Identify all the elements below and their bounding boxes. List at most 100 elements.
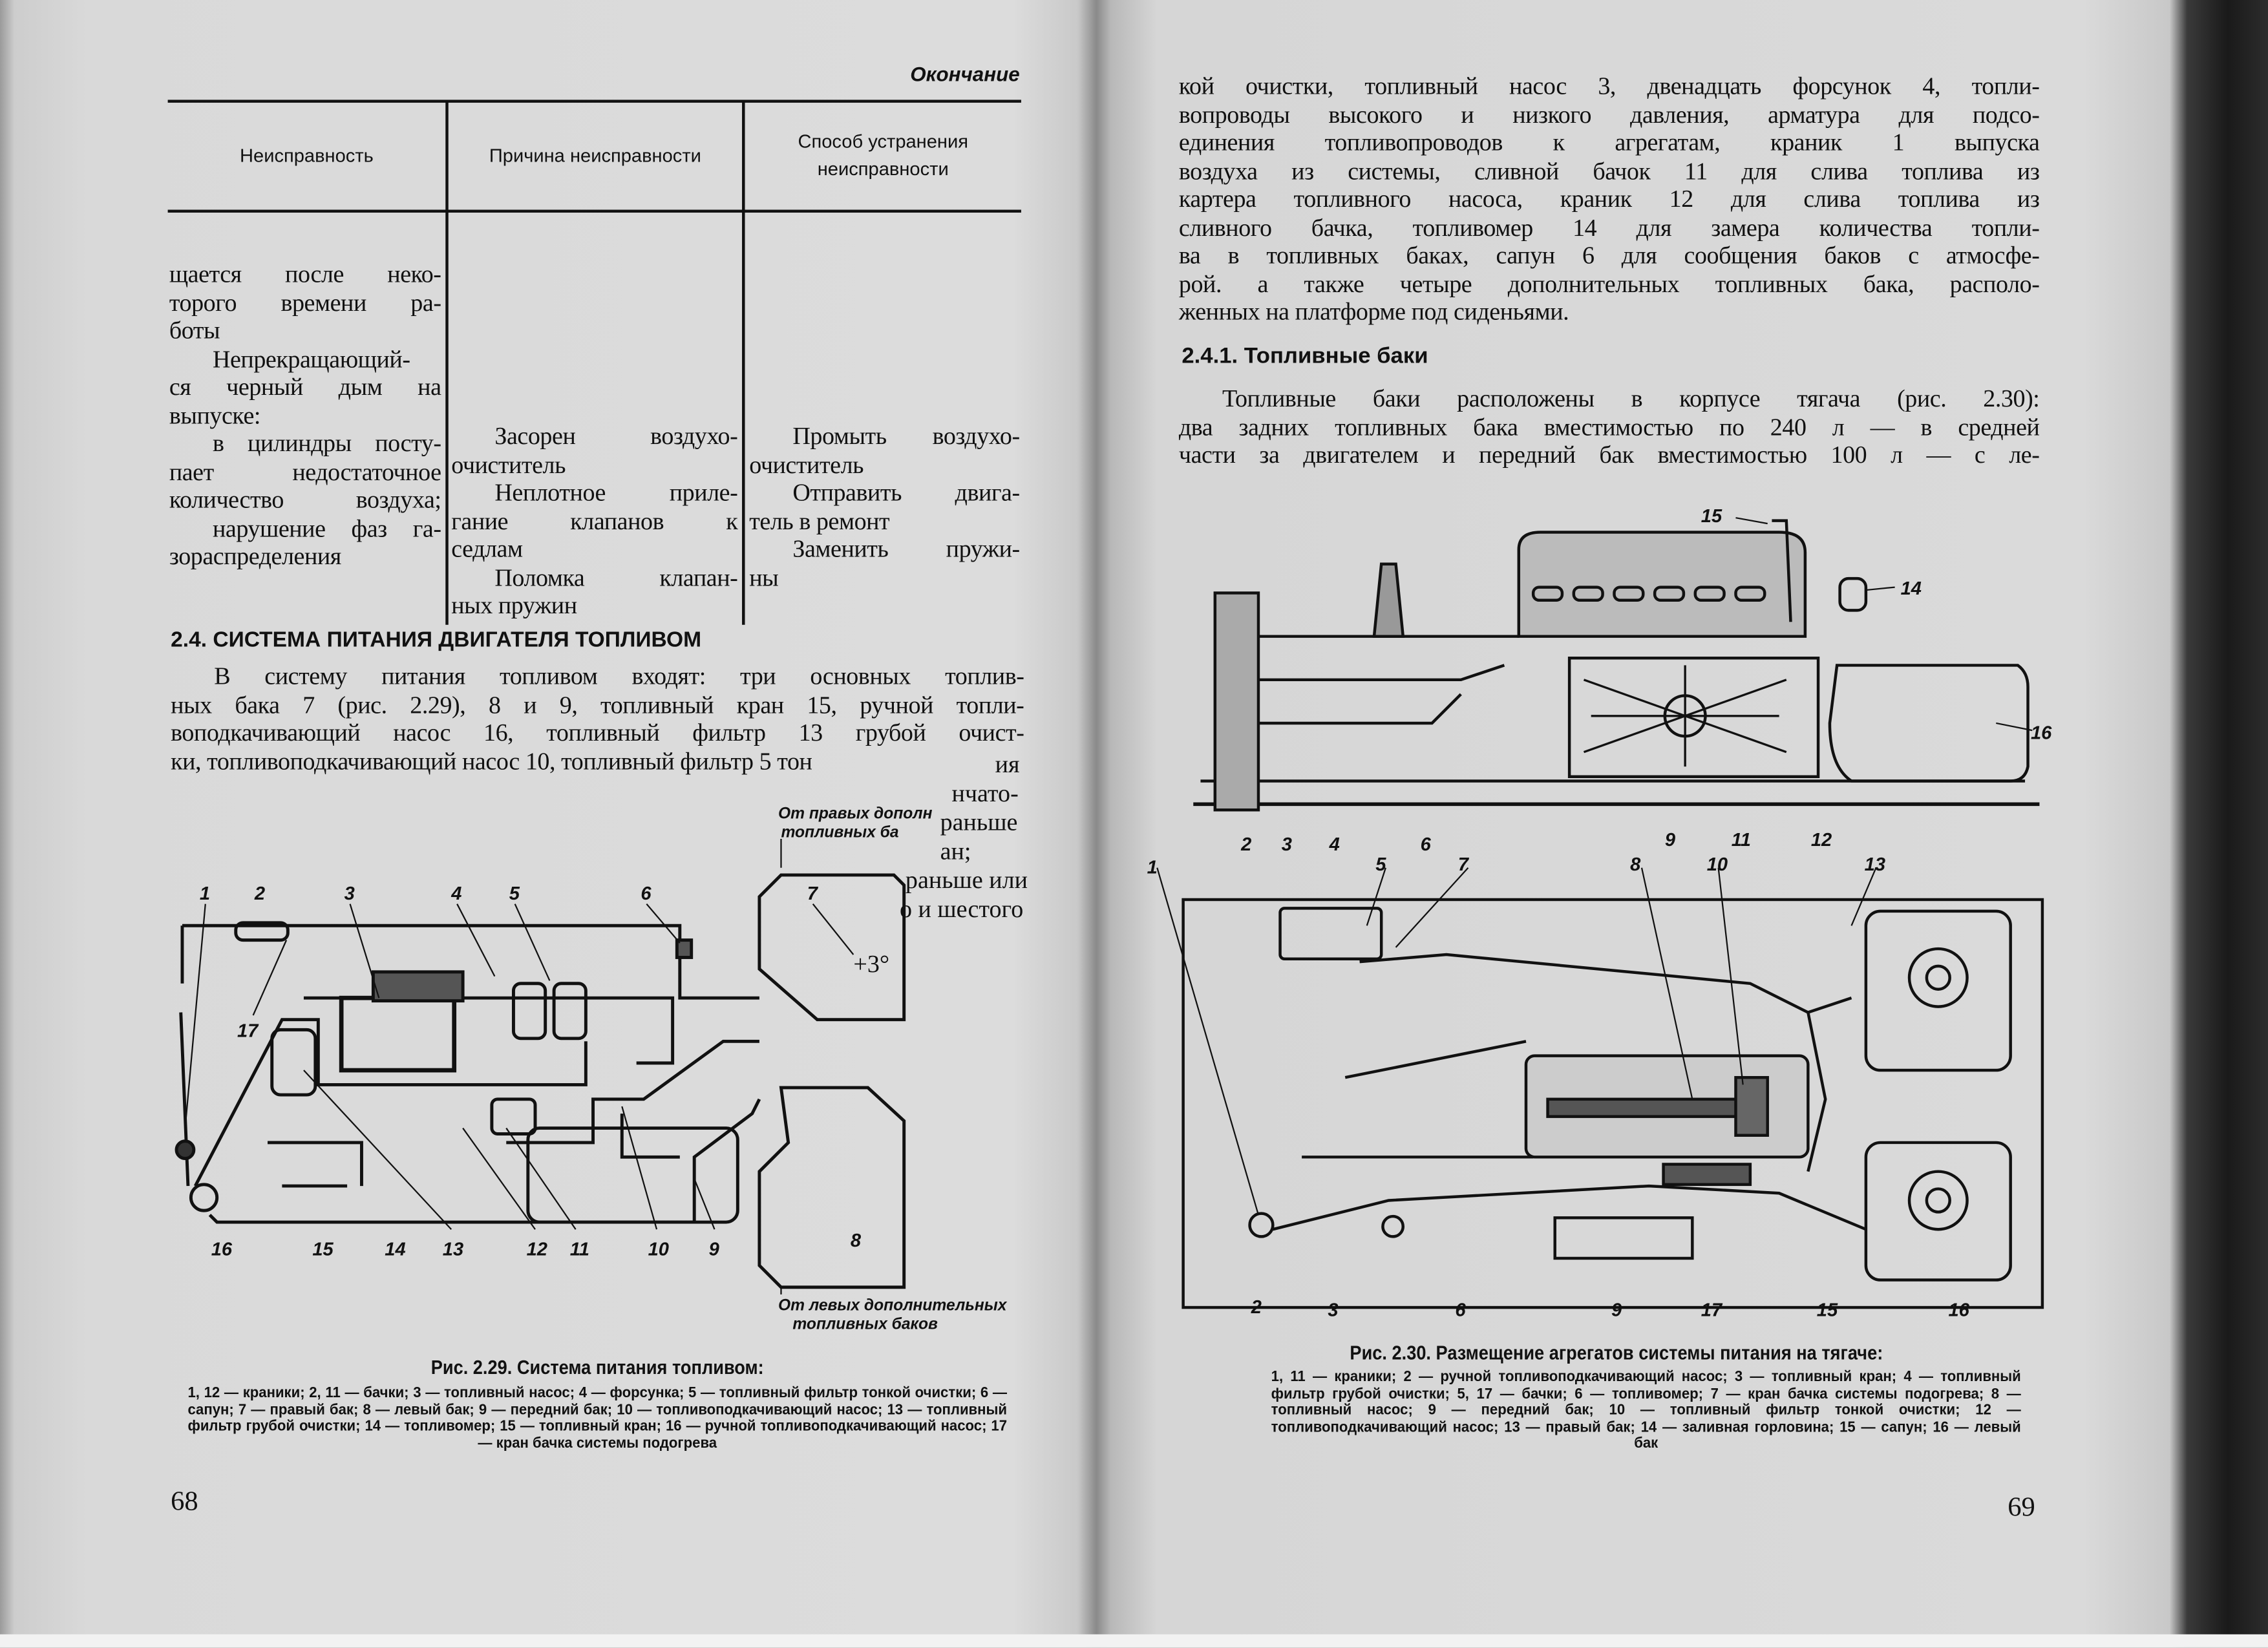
text-line: тель в ремонт bbox=[749, 507, 890, 534]
text-line: очиститель bbox=[451, 450, 566, 478]
callout-label: 6 bbox=[641, 883, 652, 904]
text-line: очиститель bbox=[749, 450, 864, 478]
tractor-side-view bbox=[1193, 517, 2040, 812]
callout-label: 14 bbox=[385, 1239, 405, 1260]
body-paragraph: кой очистки, топливный насос 3, двенадца… bbox=[1179, 72, 2040, 326]
right-tank bbox=[758, 873, 906, 1022]
air-intake bbox=[1372, 562, 1405, 638]
engine-ports bbox=[1531, 586, 1766, 602]
callout-label: 6 bbox=[1421, 834, 1432, 855]
callout-label: 7 bbox=[1458, 854, 1470, 875]
callout-label: 2 bbox=[254, 883, 265, 904]
callout-label: 15 bbox=[1817, 1300, 1838, 1320]
callout-label: 2 bbox=[1240, 834, 1251, 855]
text-line: рой. а также четыре дополнительных топли… bbox=[1178, 269, 2040, 297]
drain-tank bbox=[1662, 1163, 1752, 1187]
text-line: зораспределения bbox=[169, 542, 341, 570]
breather-pipe bbox=[1772, 519, 1792, 622]
fig-2-29-labels: 1 2 3 4 5 6 7 17 16 15 14 13 12 11 10 9 … bbox=[200, 805, 1008, 1333]
pump-assembly bbox=[1213, 591, 1260, 812]
callout-label: 3 bbox=[344, 883, 355, 904]
text-line: вопроводы высокого и низкого давления, а… bbox=[1178, 100, 2040, 129]
leader-line bbox=[303, 1070, 452, 1230]
text-line: ны bbox=[749, 563, 779, 591]
text-line: выпуске: bbox=[169, 401, 261, 429]
leader-line bbox=[646, 903, 681, 944]
coarse-filter bbox=[270, 1028, 317, 1097]
callout-label: 3 bbox=[1328, 1300, 1338, 1320]
engine-block bbox=[1517, 531, 1807, 638]
page-number: 68 bbox=[171, 1486, 198, 1517]
callout-label: 12 bbox=[527, 1239, 547, 1260]
callout-label: 9 bbox=[709, 1239, 720, 1260]
fine-filter bbox=[552, 982, 588, 1041]
table-col-divider bbox=[742, 101, 745, 625]
body-paragraph: Топливные баки расположены в корпусе тяг… bbox=[1179, 385, 2040, 469]
text-line: торого времени ра- bbox=[169, 288, 441, 316]
callout-label: 12 bbox=[1811, 830, 1832, 850]
left-tank bbox=[758, 1086, 906, 1289]
callout-label: 6 bbox=[1455, 1300, 1466, 1320]
callout-label: 16 bbox=[1948, 1300, 1969, 1320]
callout-label: 13 bbox=[1865, 854, 1885, 875]
table-header-fault: Неисправность bbox=[240, 144, 374, 167]
callout-label: 16 bbox=[2031, 723, 2052, 744]
heater-tank bbox=[234, 921, 290, 942]
fuel-pump-top bbox=[371, 970, 465, 1003]
right-tank bbox=[1864, 909, 2012, 1072]
callout-label: 9 bbox=[1665, 830, 1676, 850]
callout-label: 4 bbox=[450, 883, 461, 904]
callout-label: 16 bbox=[211, 1239, 233, 1260]
text-line: в цилиндры посту- bbox=[212, 429, 441, 458]
subsection-heading: 2.4.1. Топливные баки bbox=[1182, 344, 1428, 369]
text-line: единения топливопроводов к агрегатам, кр… bbox=[1178, 129, 2040, 156]
scan-edge bbox=[0, 1634, 2268, 1647]
text-line: Неплотное приле- bbox=[494, 478, 738, 507]
intro-paragraph: В систему питания топливом входят: три о… bbox=[171, 662, 1024, 776]
text-line: воздуха из системы, сливной бачок 11 для… bbox=[1178, 156, 2040, 185]
leader-line bbox=[694, 1178, 715, 1230]
callout-label: 10 bbox=[1707, 854, 1728, 875]
section-heading: 2.4. СИСТЕМА ПИТАНИЯ ДВИГАТЕЛЯ ТОПЛИВОМ bbox=[171, 628, 702, 653]
note-right-tanks: топливных ба bbox=[781, 824, 898, 841]
fuel-line bbox=[182, 924, 759, 1000]
fine-filter bbox=[511, 982, 547, 1041]
callout-label: 11 bbox=[570, 1239, 589, 1260]
fuel-line bbox=[1229, 635, 1519, 725]
text-line: два задних топливных бака вместимостью п… bbox=[1178, 412, 2040, 441]
fuel-system-schematic bbox=[175, 838, 906, 1294]
text-line: ся черный дым на bbox=[169, 373, 441, 401]
text-line: ки, топливоподкачивающий насос 10, топли… bbox=[171, 746, 812, 775]
front-tank bbox=[1553, 1216, 1694, 1260]
left-page: Окончание Неисправность Причина неисправ… bbox=[0, 0, 1099, 1647]
right-page: кой очистки, топливный насос 3, двенадца… bbox=[1099, 0, 2268, 1647]
torn-fragment: ан; bbox=[940, 837, 971, 865]
priming-pump bbox=[490, 1097, 537, 1136]
wheel-spokes bbox=[1583, 665, 1787, 767]
callout-label: 8 bbox=[1630, 854, 1641, 875]
text-line: Топливные баки расположены в корпусе тяг… bbox=[1222, 385, 2040, 412]
callout-label: 15 bbox=[312, 1239, 334, 1260]
note-left-tanks: От левых дополнительных bbox=[778, 1297, 1008, 1315]
text-line: Засорен воздухо- bbox=[494, 422, 738, 450]
table-column-fault: щается после неко-торого времени ра-боты… bbox=[169, 260, 441, 571]
front-tank bbox=[1567, 657, 1820, 778]
text-line: женных на платформе под сиденьями. bbox=[1178, 298, 1569, 326]
leader-line bbox=[1156, 867, 1877, 1216]
leader-line bbox=[621, 1106, 658, 1230]
text-line: пает недостаточное bbox=[169, 458, 441, 485]
callout-label: 15 bbox=[1701, 506, 1722, 527]
callout-label: 8 bbox=[851, 1231, 862, 1251]
callout-label: 2 bbox=[1251, 1297, 1262, 1318]
fuel-pump bbox=[339, 995, 457, 1073]
callout-label: 17 bbox=[1701, 1300, 1723, 1320]
leader-line bbox=[184, 903, 206, 1128]
leader-line bbox=[514, 903, 551, 981]
hand-pump bbox=[189, 1183, 219, 1212]
text-line: Непрекращающий- bbox=[212, 344, 410, 373]
callout-label: 14 bbox=[1901, 578, 1922, 599]
injection-pump bbox=[1546, 1097, 1766, 1118]
